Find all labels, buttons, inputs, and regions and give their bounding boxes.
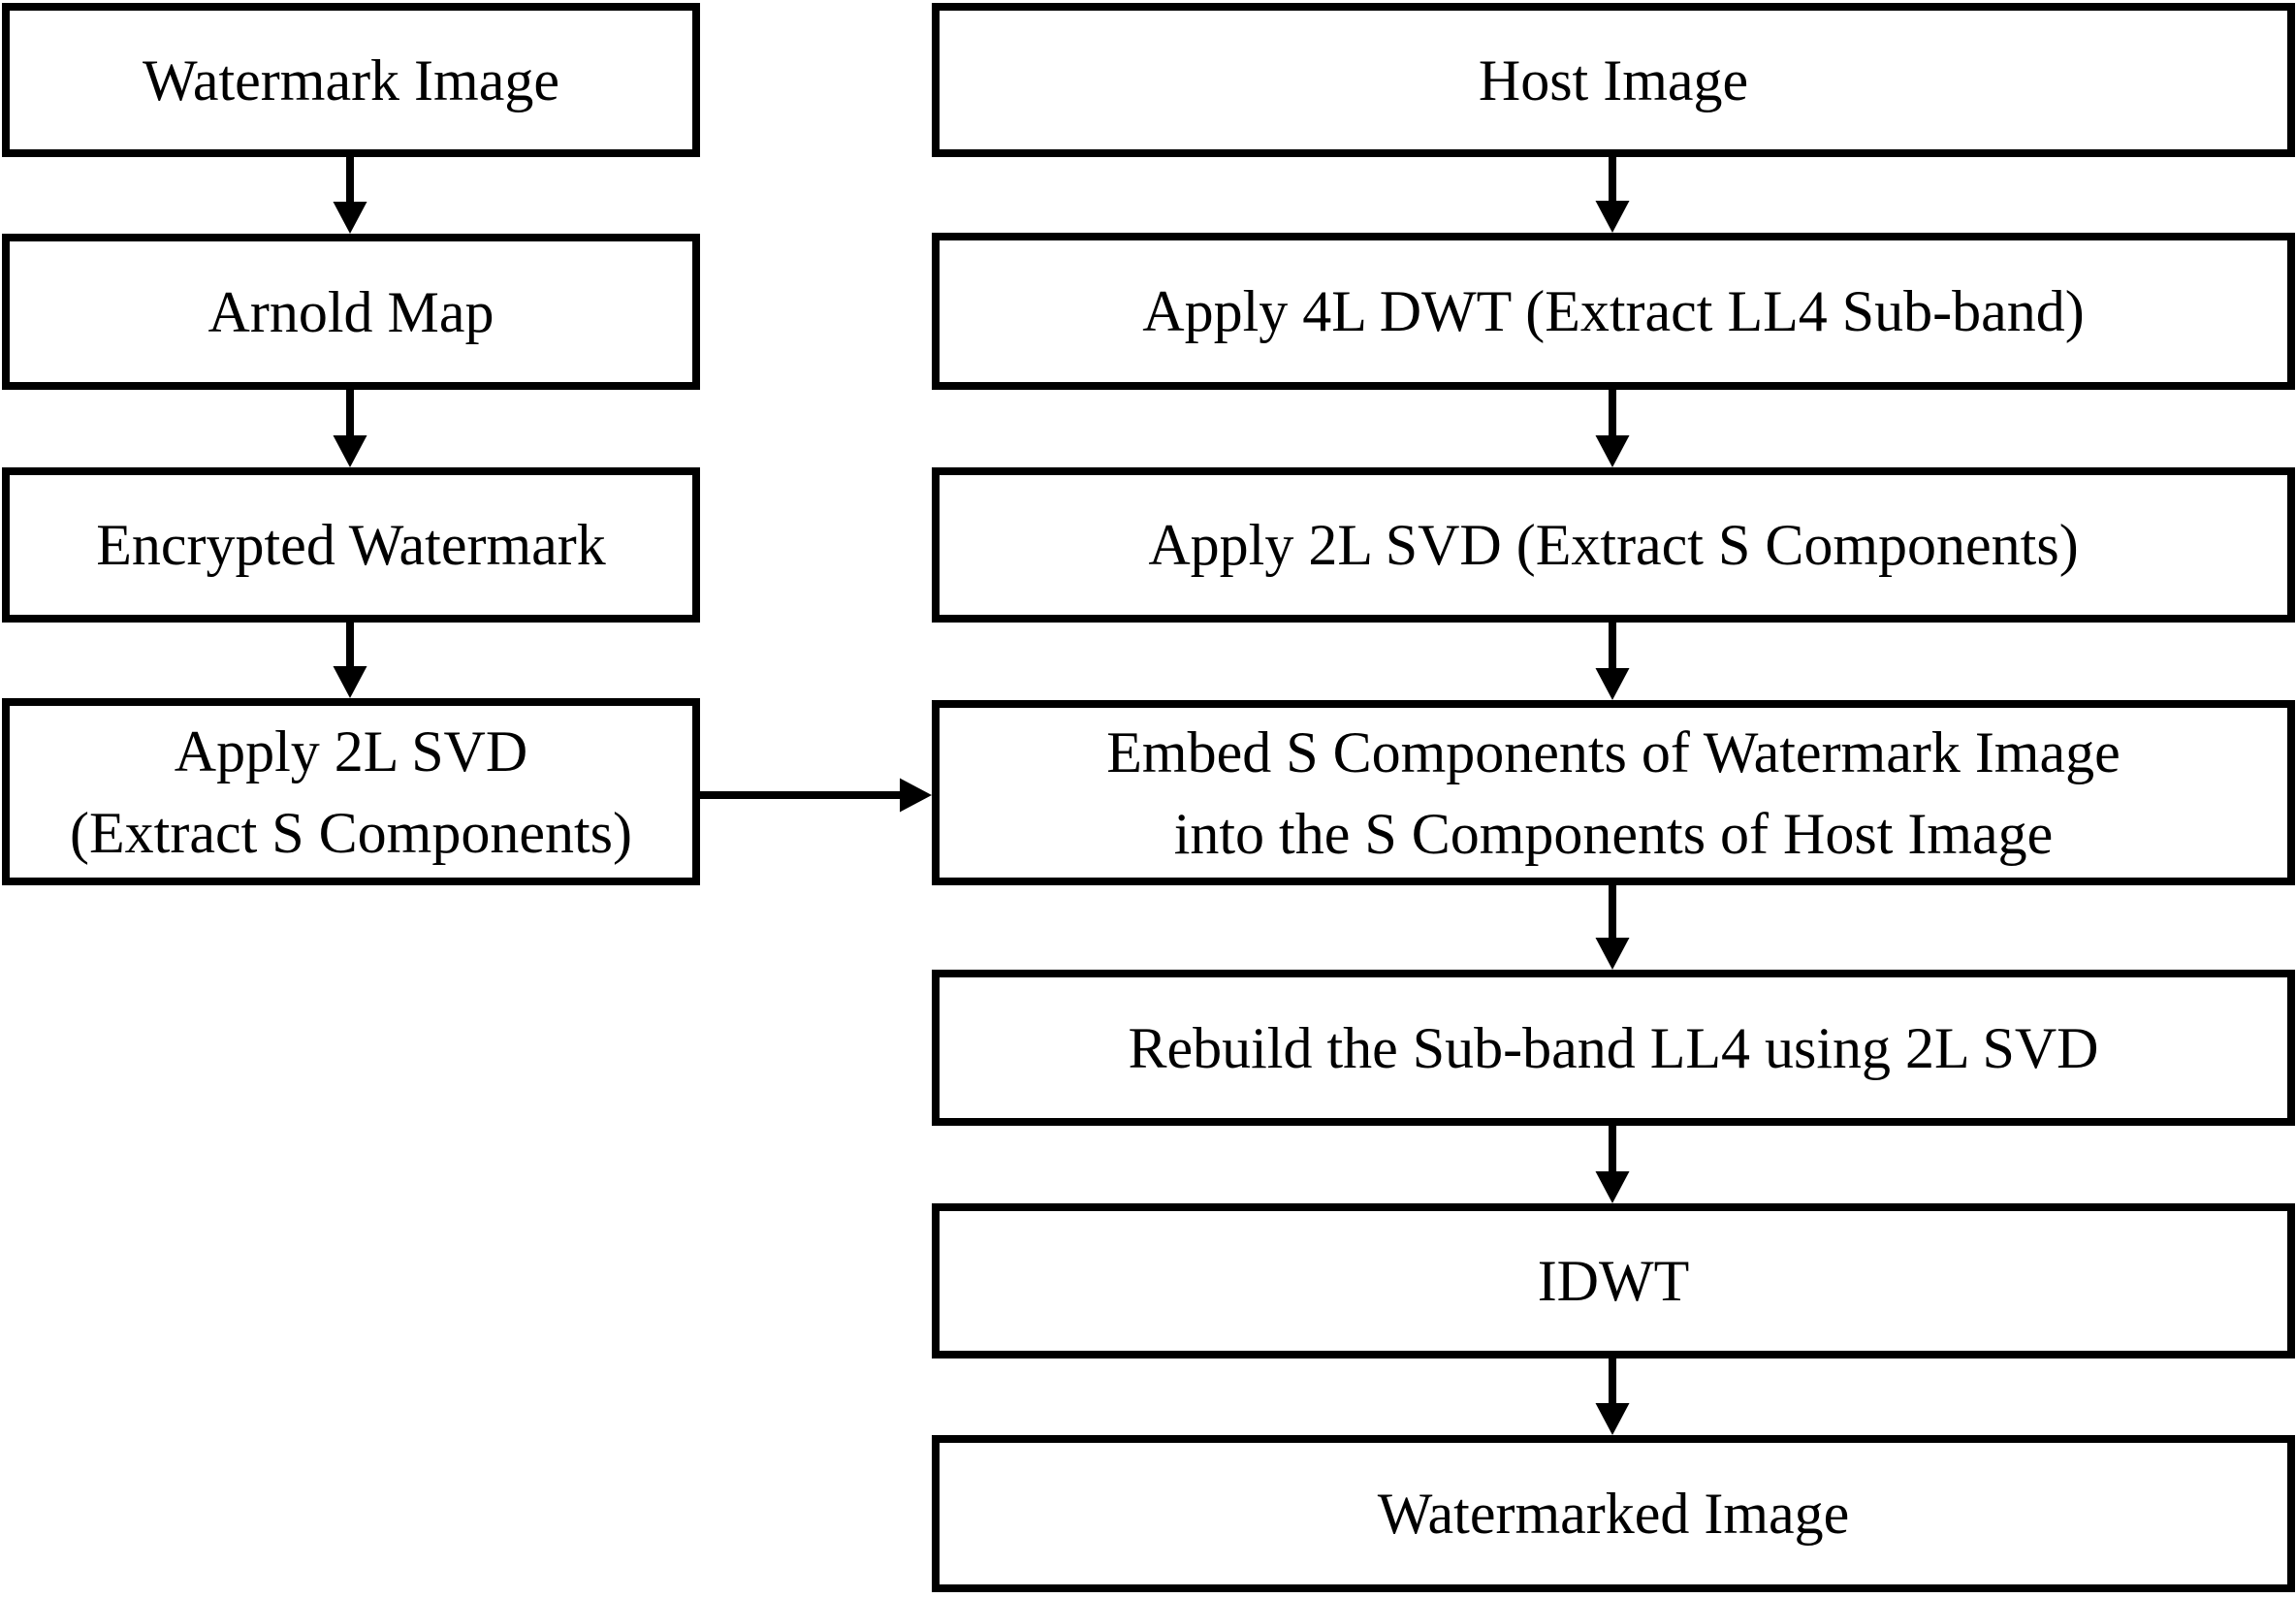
arrow-rebuild-to-idwt (1595, 1126, 1630, 1203)
box-host-image-label: Host Image (1478, 48, 1749, 112)
box-encrypted-watermark-label: Encrypted Watermark (96, 513, 606, 577)
box-watermarked-image: Watermarked Image (932, 1435, 2295, 1592)
box-embed-s-components: Embed S Components of Watermark Image in… (932, 700, 2295, 885)
box-idwt: IDWT (932, 1203, 2295, 1358)
arrow-apply-2l-svd-to-embed (1595, 623, 1630, 700)
arrow-apply-2l-svd-wm-to-embed (700, 778, 932, 813)
box-embed-s-components-label: Embed S Components of Watermark Image in… (1106, 719, 2121, 866)
box-encrypted-watermark: Encrypted Watermark (2, 467, 700, 623)
arrow-idwt-to-watermarked-image (1595, 1358, 1630, 1435)
arrow-host-image-to-apply-4l-dwt (1595, 157, 1630, 233)
box-idwt-label: IDWT (1537, 1249, 1690, 1313)
arrow-watermark-image-to-arnold-map (333, 157, 367, 234)
arrow-embed-to-rebuild (1595, 885, 1630, 970)
box-apply-2l-svd-host: Apply 2L SVD (Extract S Components) (932, 467, 2295, 623)
box-arnold-map-label: Arnold Map (207, 279, 494, 344)
box-watermark-image-label: Watermark Image (143, 48, 559, 112)
box-watermark-image: Watermark Image (2, 3, 700, 157)
box-apply-4l-dwt: Apply 4L DWT (Extract LL4 Sub-band) (932, 233, 2295, 390)
arrow-arnold-map-to-encrypted-watermark (333, 390, 367, 467)
arrow-apply-4l-dwt-to-apply-2l-svd (1595, 390, 1630, 467)
box-apply-2l-svd-watermark: Apply 2L SVD (Extract S Components) (2, 698, 700, 885)
box-apply-2l-svd-host-label: Apply 2L SVD (Extract S Components) (1148, 513, 2079, 577)
box-apply-4l-dwt-label: Apply 4L DWT (Extract LL4 Sub-band) (1142, 279, 2085, 343)
box-apply-2l-svd-watermark-label: Apply 2L SVD (Extract S Components) (70, 719, 632, 865)
arrow-encrypted-watermark-to-apply-2l-svd (333, 623, 367, 698)
box-rebuild-subband-label: Rebuild the Sub-band LL4 using 2L SVD (1128, 1015, 2099, 1080)
box-arnold-map: Arnold Map (2, 234, 700, 390)
box-host-image: Host Image (932, 3, 2295, 157)
box-watermarked-image-label: Watermarked Image (1377, 1482, 1850, 1546)
box-rebuild-subband: Rebuild the Sub-band LL4 using 2L SVD (932, 970, 2295, 1126)
